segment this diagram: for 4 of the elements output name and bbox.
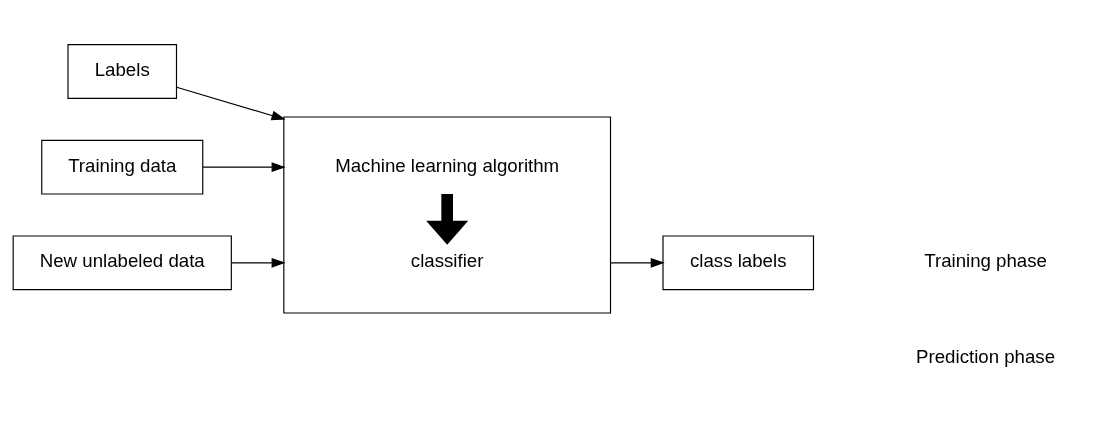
node-text: Machine learning algorithm xyxy=(335,154,560,176)
label: Prediction phase xyxy=(916,345,1056,367)
label: Training phase xyxy=(924,250,1047,272)
node-text: classifier xyxy=(410,250,484,272)
